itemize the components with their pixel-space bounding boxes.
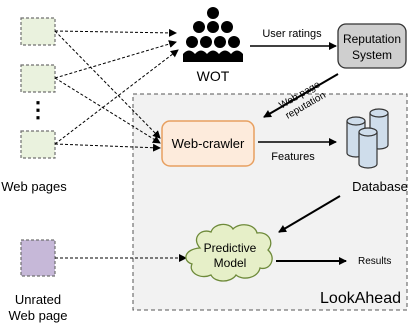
web-pages-stack: ⋮ Web pages bbox=[1, 17, 67, 194]
web-pages-label: Web pages bbox=[1, 179, 67, 194]
database-label: Database bbox=[352, 179, 408, 194]
lookahead-label: LookAhead bbox=[320, 290, 401, 307]
unrated-web-page: Unrated Web page bbox=[8, 239, 68, 323]
connector-page3-crawler bbox=[54, 143, 161, 152]
people-group-icon bbox=[183, 7, 243, 62]
connector-page1-crawler bbox=[54, 30, 161, 139]
results-label: Results bbox=[358, 256, 391, 267]
web-page-box bbox=[20, 130, 56, 159]
database-to-model-arrow bbox=[278, 195, 341, 233]
user-ratings-label: User ratings bbox=[262, 28, 322, 40]
reputation-label-line2: System bbox=[352, 48, 392, 62]
connector-page2-wot bbox=[54, 40, 177, 79]
predictive-label-line2: Model bbox=[214, 256, 247, 270]
reputation-system-box bbox=[337, 23, 407, 69]
web-crawler-label: Web-crawler bbox=[172, 136, 245, 151]
connector-page1-wot bbox=[54, 28, 177, 37]
web-crawler-box bbox=[161, 120, 255, 167]
predictive-label-line1: Predictive bbox=[204, 241, 257, 255]
unrated-page-box bbox=[20, 239, 56, 277]
unrated-label-line2: Web page bbox=[8, 308, 67, 323]
ellipsis-dots: ⋮ bbox=[27, 97, 49, 122]
wot-label: WOT bbox=[197, 68, 230, 84]
web-page-box bbox=[20, 64, 56, 93]
reputation-label-line1: Reputation bbox=[343, 32, 401, 46]
connector-page3-wot bbox=[54, 49, 179, 145]
connector-page2-crawler bbox=[54, 77, 161, 144]
features-label: Features bbox=[271, 151, 315, 163]
web-page-reputation-arrow bbox=[263, 73, 339, 118]
predictive-model-cloud bbox=[185, 223, 273, 282]
unrated-label-line1: Unrated bbox=[15, 292, 61, 307]
database-cylinders-icon bbox=[346, 108, 389, 169]
web-page-box bbox=[20, 17, 56, 46]
web-page-connectors bbox=[54, 28, 187, 262]
